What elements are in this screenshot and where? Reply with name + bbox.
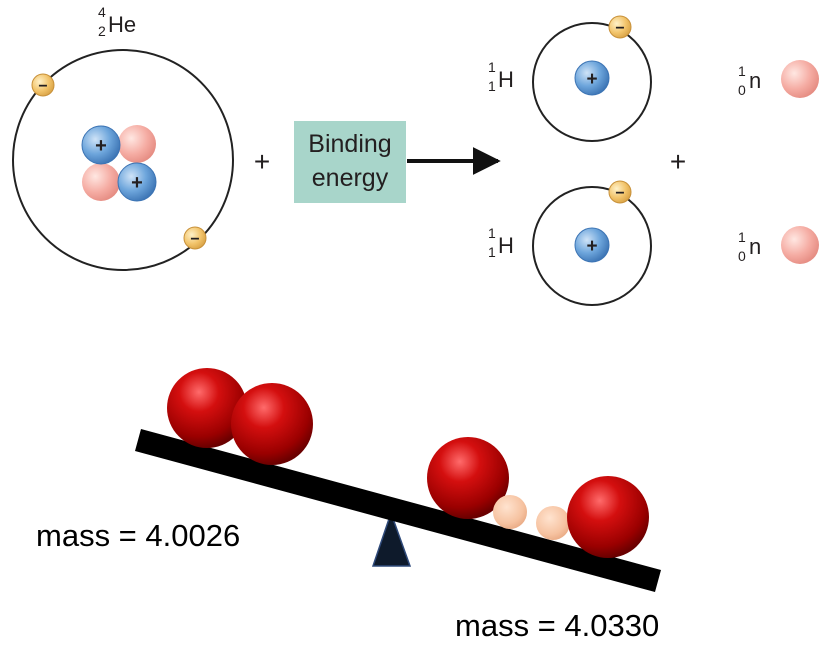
- electron-minus-sign: −: [38, 78, 47, 95]
- binding-energy-line1: Binding: [308, 130, 391, 158]
- binding-energy-background: [294, 121, 406, 203]
- binding-energy-box: Binding energy: [294, 121, 406, 203]
- helium-nucleus-ball: [231, 383, 313, 465]
- neutron-particle: [781, 226, 819, 264]
- proton-plus-sign: +: [131, 172, 143, 194]
- proton-particle: [574, 227, 610, 263]
- neutron-atomic-number: 0: [738, 82, 746, 98]
- helium-symbol: He: [108, 12, 136, 37]
- neutron-symbol: n: [749, 68, 761, 93]
- right-mass-label: mass = 4.0330: [455, 608, 659, 643]
- helium-nucleus: + +: [81, 125, 157, 202]
- hydrogen-orbit: [532, 22, 652, 142]
- hydrogen-atom-top: + − 1 1 H: [488, 15, 652, 142]
- neutron-ball: [536, 506, 570, 540]
- plus-operator: +: [670, 146, 686, 177]
- electron-particle: [608, 15, 632, 39]
- hydrogen-mass-number: 1: [488, 59, 496, 75]
- proton-plus-sign: +: [95, 135, 107, 157]
- helium-nucleus-ball: [167, 368, 247, 448]
- plus-operator: +: [254, 146, 270, 177]
- left-mass-label: mass = 4.0026: [36, 518, 240, 553]
- free-neutron-top: 1 0 n: [738, 60, 819, 98]
- helium-mass-number: 4: [98, 4, 106, 20]
- mass-balance: mass = 4.0026 mass = 4.0330: [36, 368, 661, 643]
- neutron-particle: [118, 125, 156, 163]
- proton-particle: [117, 162, 157, 202]
- hydrogen-symbol: H: [498, 67, 514, 92]
- electron-particle: [31, 73, 55, 97]
- helium-isotope-label: 4 2 He: [98, 4, 136, 39]
- hydrogen-atomic-number: 1: [488, 244, 496, 260]
- proton-particle: [81, 125, 121, 165]
- hydrogen-orbit: [532, 186, 652, 306]
- electron-particle: [608, 180, 632, 204]
- hydrogen-nucleus-ball: [427, 437, 509, 519]
- electron-minus-sign: −: [615, 185, 624, 202]
- helium-atom: + + − − 4 2 He: [12, 4, 234, 271]
- hydrogen-isotope-label: 1 1 H: [488, 225, 514, 260]
- neutron-mass-number: 1: [738, 229, 746, 245]
- electron-minus-sign: −: [190, 231, 199, 248]
- proton-plus-sign: +: [586, 236, 597, 257]
- free-neutron-bottom: 1 0 n: [738, 226, 819, 264]
- helium-orbit: [12, 49, 234, 271]
- neutron-particle: [781, 60, 819, 98]
- proton-plus-sign: +: [586, 69, 597, 90]
- binding-energy-line2: energy: [312, 164, 389, 192]
- hydrogen-atom-bottom: + − 1 1 H: [488, 180, 652, 306]
- hydrogen-symbol: H: [498, 233, 514, 258]
- fulcrum-icon: [371, 510, 412, 567]
- hydrogen-isotope-label: 1 1 H: [488, 59, 514, 94]
- balance-beam: [135, 429, 661, 592]
- hydrogen-mass-number: 1: [488, 225, 496, 241]
- helium-atomic-number: 2: [98, 23, 106, 39]
- neutron-mass-number: 1: [738, 63, 746, 79]
- neutron-symbol: n: [749, 234, 761, 259]
- proton-particle: [574, 60, 610, 96]
- hydrogen-nucleus-ball: [567, 476, 649, 558]
- neutron-particle: [82, 163, 120, 201]
- electron-minus-sign: −: [615, 20, 624, 37]
- neutron-ball: [493, 495, 527, 529]
- electron-particle: [183, 226, 207, 250]
- hydrogen-atomic-number: 1: [488, 78, 496, 94]
- neutron-atomic-number: 0: [738, 248, 746, 264]
